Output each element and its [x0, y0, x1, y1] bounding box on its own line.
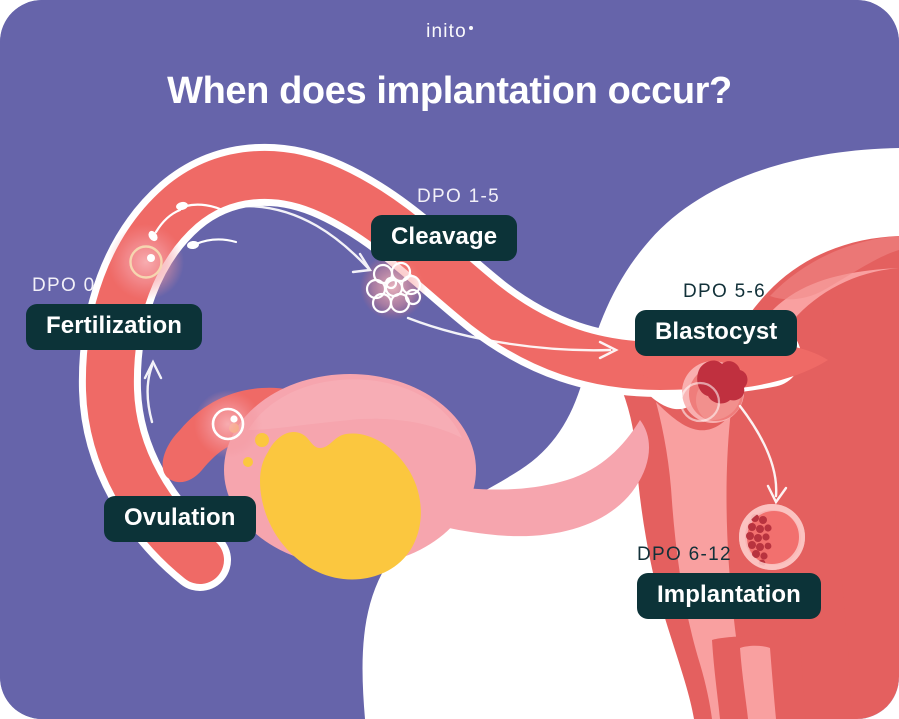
follicle-dot-2	[243, 457, 253, 467]
stage-implantation: DPO 6-12 Implantation	[637, 544, 821, 619]
sperm-head-2	[187, 240, 199, 250]
sperm-tail-2	[194, 238, 238, 246]
stage-blastocyst: DPO 5-6 Blastocyst	[635, 281, 798, 356]
brand-logo-dot-icon	[468, 26, 473, 30]
morula	[365, 261, 422, 314]
fallopian-tube	[85, 150, 794, 584]
inner-cell-mass	[697, 360, 748, 404]
sperm-cells	[154, 203, 238, 246]
arrow-egg-pickup	[146, 364, 154, 424]
arrow-to-uterus	[406, 316, 612, 352]
stage-ovulation-label[interactable]: Ovulation	[104, 496, 256, 542]
sperm-tail-1	[184, 203, 228, 214]
stage-fertilization-dpo: DPO 0	[32, 275, 96, 296]
implantation-embryo-sac	[747, 511, 801, 565]
sperm-tail-3	[154, 208, 182, 234]
stage-cleavage-dpo: DPO 1-5	[417, 186, 501, 207]
blastocyst-highlight	[679, 381, 721, 423]
ovum-fertilization-nucleus	[147, 254, 155, 262]
stage-blastocyst-label[interactable]: Blastocyst	[635, 310, 798, 356]
stage-blastocyst-dpo: DPO 5-6	[683, 281, 767, 302]
cervix-lining	[740, 645, 776, 719]
arrow-sperm-head	[351, 252, 373, 274]
ovum-released	[211, 407, 245, 441]
arrow-blastocyst-to-implant	[738, 404, 778, 498]
trophoblast-cells	[746, 514, 772, 567]
brand-logo-text: inito	[426, 21, 467, 42]
ovum-fertilization	[129, 245, 163, 279]
arrow-to-uterus-head	[598, 340, 619, 360]
stage-fertilization-label[interactable]: Fertilization	[26, 304, 202, 350]
stage-ovulation: Ovulation	[104, 496, 256, 542]
arrow-sperm-path	[243, 204, 370, 270]
stage-implantation-dpo: DPO 6-12	[637, 544, 732, 565]
ovum-glow-released	[194, 390, 262, 458]
sperm-head-3	[148, 230, 158, 242]
stage-cleavage: DPO 1-5 Cleavage	[371, 186, 518, 261]
brand-logo: inito	[0, 21, 899, 43]
stage-implantation-label[interactable]: Implantation	[637, 573, 821, 619]
uterus-right-wall	[828, 236, 899, 719]
arrow-blastocyst-to-implant-head	[766, 484, 788, 505]
sperm-head-1	[176, 201, 188, 211]
stage-cleavage-label[interactable]: Cleavage	[371, 215, 518, 261]
uterus-fundus-highlight	[770, 236, 899, 300]
arrow-egg-pickup-head	[143, 359, 163, 380]
flow-arrows	[143, 204, 788, 505]
corpus-luteum	[260, 432, 421, 580]
page-title: When does implantation occur?	[167, 70, 732, 113]
ovum-released-nucleus	[230, 415, 238, 423]
ovary-shading	[248, 379, 462, 438]
ovum-glow-fertilization	[108, 224, 184, 300]
implantation-ring	[739, 504, 805, 570]
stage-fertilization: DPO 0 Fertilization	[26, 275, 202, 350]
